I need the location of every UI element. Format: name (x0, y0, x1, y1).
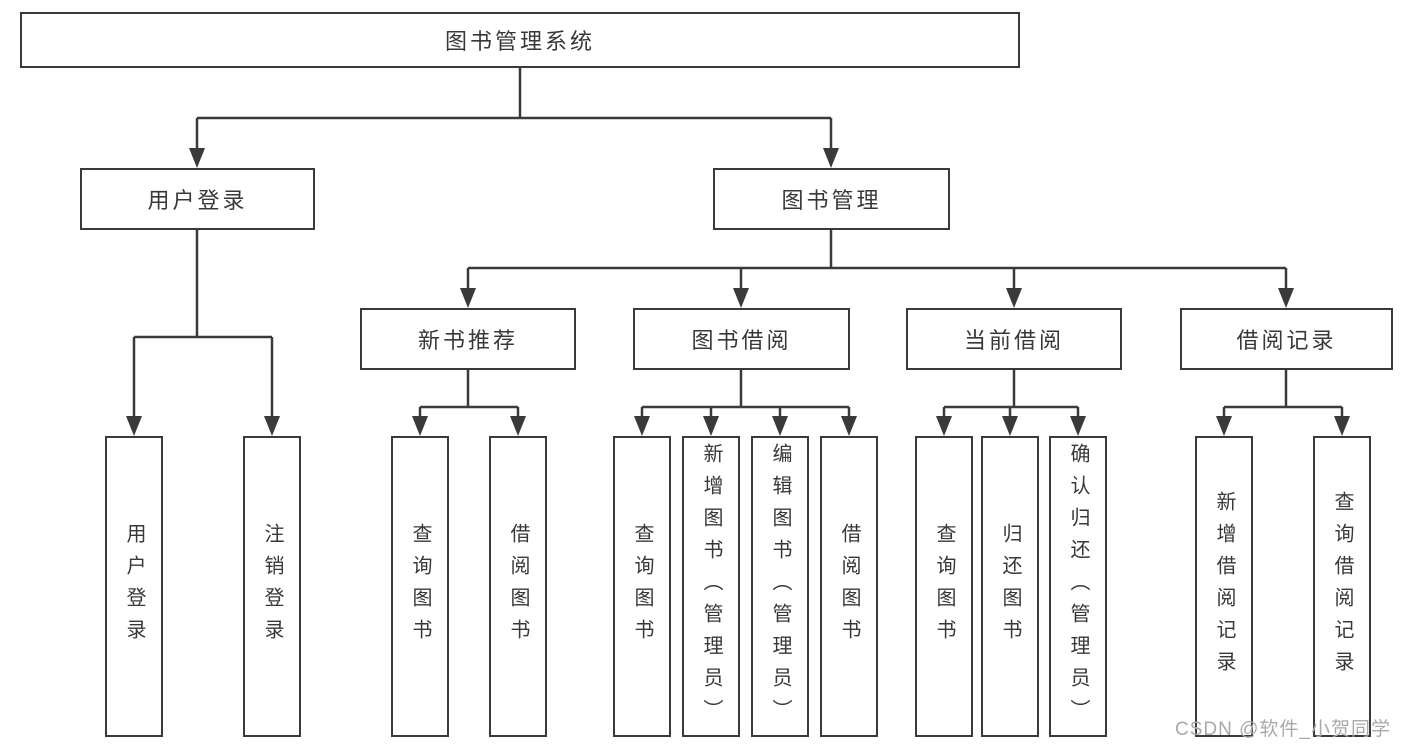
csdn-watermark: CSDN @软件_小贺同学 (1175, 719, 1391, 740)
node-label: 注销登录 (261, 522, 283, 651)
leaf-bb-borrow-books: 借阅图书 (820, 436, 878, 737)
connector-lines (132, 68, 1344, 418)
arrow-down-icon (733, 288, 749, 308)
node-label: 查询借阅记录 (1331, 490, 1353, 683)
node-label: 确认归还（管理员） (1067, 442, 1089, 731)
node-label: 新增借阅记录 (1213, 490, 1235, 683)
node-label: 借阅记录 (1236, 328, 1337, 353)
leaf-logout: 注销登录 (243, 436, 301, 737)
leaf-cb-confirm-return-admin: 确认归还（管理员） (1049, 436, 1107, 737)
arrow-down-icon (823, 148, 839, 168)
node-label: 图书借阅 (691, 328, 792, 353)
leaf-cb-return-books: 归还图书 (981, 436, 1039, 737)
arrow-down-icon (126, 416, 142, 436)
node-label: 查询图书 (409, 522, 431, 651)
node-label: 查询图书 (631, 522, 653, 651)
arrow-down-icon (264, 416, 280, 436)
node-label: 归还图书 (999, 522, 1021, 651)
node-label: 借阅图书 (507, 522, 529, 651)
node-label: 图书管理 (781, 188, 882, 213)
arrow-down-icon (1002, 416, 1018, 436)
arrow-down-icon (412, 416, 428, 436)
arrow-down-icon (1334, 416, 1350, 436)
node-label: 新增图书（管理员） (700, 442, 722, 731)
node-borrow-records: 借阅记录 (1180, 308, 1393, 370)
arrow-down-icon (189, 148, 205, 168)
arrowheads (126, 148, 1350, 436)
arrow-down-icon (1070, 416, 1086, 436)
arrow-down-icon (634, 416, 650, 436)
node-label: 新书推荐 (417, 328, 518, 353)
arrow-down-icon (1278, 288, 1294, 308)
leaf-cb-query-books: 查询图书 (915, 436, 973, 737)
node-user-login: 用户登录 (80, 168, 315, 230)
leaf-br-query-record: 查询借阅记录 (1313, 436, 1371, 737)
leaf-user-login: 用户登录 (105, 436, 163, 737)
node-book-management: 图书管理 (713, 168, 950, 230)
arrow-down-icon (510, 416, 526, 436)
arrow-down-icon (1006, 288, 1022, 308)
node-label: 当前借阅 (963, 328, 1064, 353)
node-label: 查询图书 (933, 522, 955, 651)
leaf-bb-edit-books-admin: 编辑图书（管理员） (751, 436, 809, 737)
arrow-down-icon (1216, 416, 1232, 436)
node-label: 图书管理系统 (444, 29, 595, 54)
node-label: 用户登录 (123, 522, 145, 651)
node-current-borrow: 当前借阅 (906, 308, 1122, 370)
arrow-down-icon (703, 416, 719, 436)
node-book-borrow: 图书借阅 (633, 308, 850, 370)
arrow-down-icon (936, 416, 952, 436)
leaf-nbr-query-books: 查询图书 (391, 436, 449, 737)
node-label: 用户登录 (147, 188, 248, 213)
leaf-br-add-record: 新增借阅记录 (1195, 436, 1253, 737)
node-new-book-recommend: 新书推荐 (360, 308, 576, 370)
node-label: 借阅图书 (838, 522, 860, 651)
leaf-bb-add-books-admin: 新增图书（管理员） (682, 436, 740, 737)
node-label: 编辑图书（管理员） (769, 442, 791, 731)
arrow-down-icon (460, 288, 476, 308)
arrow-down-icon (841, 416, 857, 436)
node-root-library-system: 图书管理系统 (20, 12, 1020, 68)
arrow-down-icon (772, 416, 788, 436)
leaf-bb-query-books: 查询图书 (613, 436, 671, 737)
leaf-nbr-borrow-books: 借阅图书 (489, 436, 547, 737)
